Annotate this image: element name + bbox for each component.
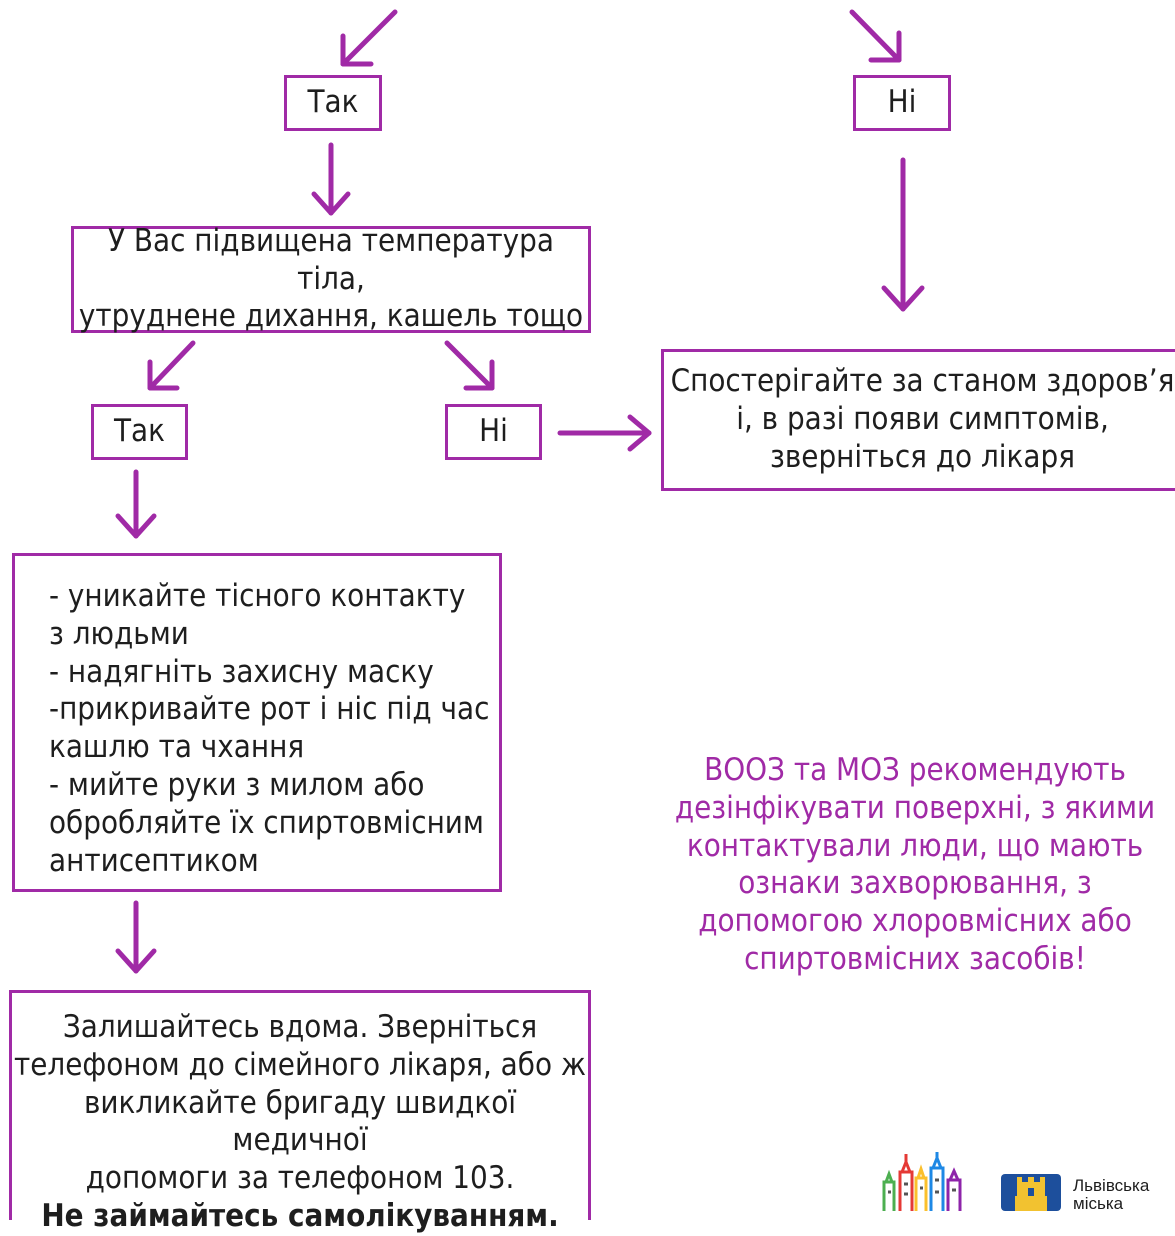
org-line: Львівська (1073, 1176, 1150, 1195)
recommendation-line: ознаки захворювання, з (738, 865, 1092, 902)
stay-home-line-3: викликайте бригаду швидкої медичної (83, 1084, 517, 1159)
recommendation-line: допомогою хлоровмісних або (698, 903, 1132, 940)
observe-line-2: і, в разі появи симптомів, (736, 401, 1109, 438)
arrow-to-symptoms-yes (147, 340, 196, 391)
precaution-line: - мийте руки з милом або (49, 767, 425, 804)
symptoms-yes-box: Так (91, 404, 188, 460)
lviv-city-council-label: Львівська міська (1073, 1177, 1149, 1213)
top-no-label: Ні (887, 84, 917, 121)
recommendation-line: спиртовмісних засобів! (744, 941, 1086, 978)
arrow-to-symptoms-question (311, 142, 351, 216)
arrow-to-observe (557, 414, 652, 452)
top-no-box: Ні (853, 75, 951, 131)
flow-arrows (115, 9, 925, 974)
stay-home-box: Залишайтесь вдома. Зверніться телефоном … (9, 990, 591, 1234)
observe-box: Спостерігайте за станом здоров’я і, в ра… (661, 349, 1175, 491)
observe-line-1: Спостерігайте за станом здоров’я (670, 363, 1175, 400)
top-yes-label: Так (307, 84, 359, 121)
lviv-coat-of-arms-icon (1001, 1174, 1061, 1211)
observe-line-3: зверніться до лікаря (770, 438, 1075, 475)
arrow-to-precautions (115, 469, 157, 539)
symptoms-yes-label: Так (114, 413, 165, 450)
top-yes-box: Так (284, 75, 382, 131)
precaution-line: -прикривайте рот і ніс під час (49, 691, 490, 728)
org-line: міська (1073, 1193, 1124, 1213)
lviv-skyline-logo (882, 1152, 962, 1211)
recommendation-line: контактували люди, що мають (686, 827, 1144, 864)
precaution-line: антисептиком (49, 842, 259, 879)
precaution-line: з людьми (49, 615, 189, 652)
arrow-to-top-yes (340, 9, 398, 67)
stay-home-line-2: телефоном до сімейного лікаря, або ж (13, 1046, 586, 1083)
arrow-to-top-no (849, 9, 902, 63)
arrow-to-symptoms-no (444, 340, 495, 391)
symptoms-no-label: Ні (479, 413, 508, 450)
recommendation-note: ВООЗ та МОЗ рекомендують дезінфікувати п… (670, 752, 1160, 979)
symptoms-question-box: У Вас підвищена температура тіла, утрудн… (71, 222, 591, 335)
precaution-line: кашлю та чхання (49, 729, 305, 766)
precaution-line: - уникайте тісного контакту (49, 578, 466, 614)
symptoms-question-line-1: У Вас підвищена температура тіла, (108, 222, 554, 297)
stay-home-line-1: Залишайтесь вдома. Зверніться (62, 1009, 538, 1045)
arrow-to-observe-long (881, 157, 925, 312)
stay-home-line-4: допомоги за телефоном 103. (85, 1160, 515, 1197)
arrow-to-stay-home (115, 900, 157, 974)
precautions-list: - уникайте тісного контакту з людьми - н… (49, 578, 489, 881)
symptoms-no-box: Ні (445, 404, 542, 460)
symptoms-question-line-2: утруднене дихання, кашель тощо (78, 298, 584, 335)
precautions-box: - уникайте тісного контакту з людьми - н… (12, 553, 502, 892)
precaution-line: - надягніть захисну маску (49, 653, 434, 690)
recommendation-line: дезінфікувати поверхні, з якими (674, 789, 1156, 826)
recommendation-line: ВООЗ та МОЗ рекомендують (704, 752, 1126, 788)
stay-home-warning: Не займайтесь самолікуванням. (41, 1198, 559, 1235)
precaution-line: обробляйте їх спиртовмісним (49, 804, 484, 841)
